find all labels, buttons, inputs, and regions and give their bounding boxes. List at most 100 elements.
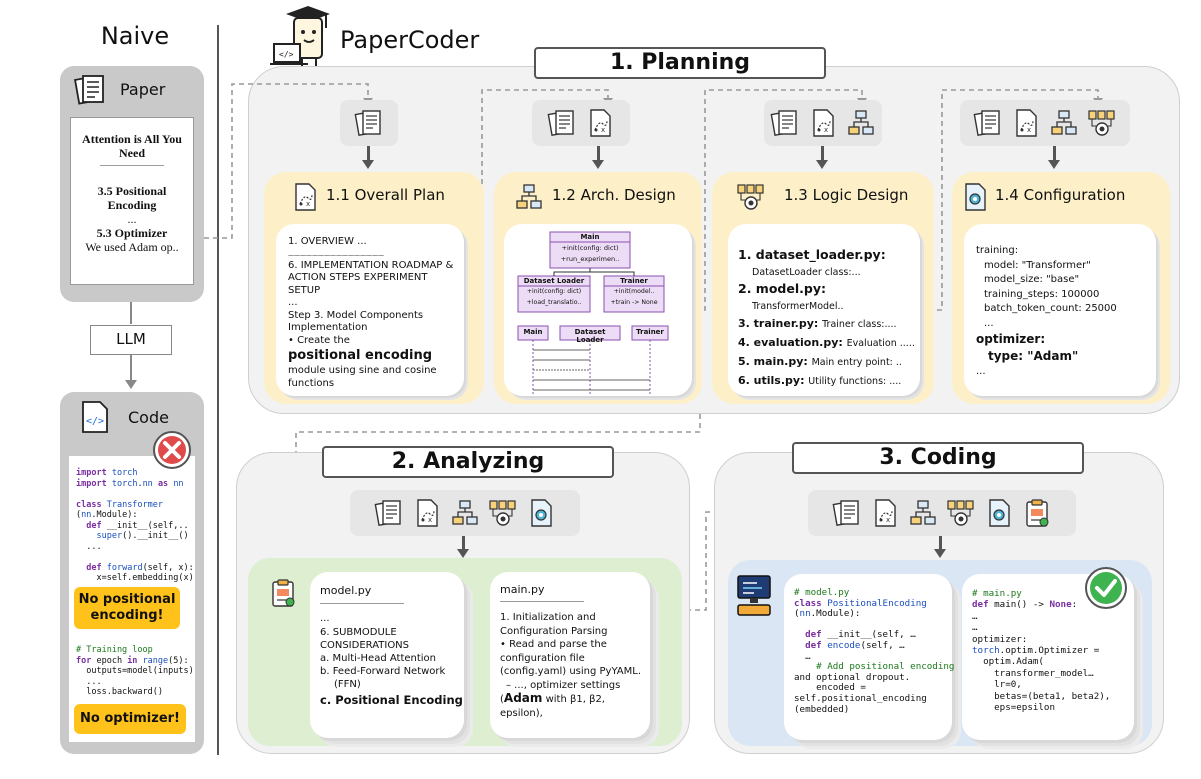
- paper-document: Attention is All You Need ———————— 3.5 P…: [70, 117, 194, 285]
- model-code-line: (nn.Module):: [794, 608, 861, 620]
- model-code-line: and optional dropout.: [794, 671, 911, 683]
- naive-code-line: super().__init__(): [96, 531, 189, 541]
- analysis-main-l2: • Read and parse the configuration file …: [500, 639, 642, 677]
- cross-icon: [153, 431, 191, 469]
- model-code-line: # Add positional encoding: [794, 661, 955, 673]
- paper-doc-dots: ...: [127, 212, 137, 226]
- plan-arrow-line-2: [597, 146, 600, 162]
- overall-plan-card: 1. OVERVIEW ... ———————————————— 6. IMPL…: [276, 224, 464, 396]
- plan-icons-1: [340, 100, 398, 146]
- analysis-main-file: main.py: [500, 583, 545, 596]
- uml-ds-m1: +init(config: dict): [526, 288, 582, 295]
- config-icon: [984, 498, 1014, 528]
- logic-item-desc: DatasetLoader class:...: [752, 267, 861, 278]
- main-code-line: # main.py: [972, 588, 1022, 599]
- analysis-model-file: model.py: [320, 584, 372, 597]
- arch-icon: [846, 108, 876, 138]
- model-code-line: # model.py: [794, 587, 850, 598]
- plan-icons-2: x: [532, 100, 630, 146]
- analyzing-title: 2. Analyzing: [322, 446, 614, 478]
- planning-title: 1. Planning: [534, 47, 826, 79]
- plan-icon: x: [412, 498, 442, 528]
- analyze-icons: x: [350, 490, 580, 536]
- paper-icon: [973, 108, 1003, 138]
- paper-label: Paper: [120, 80, 166, 99]
- logic-design-card: 1. dataset_loader.py: DatasetLoader clas…: [728, 224, 920, 396]
- svg-text:x: x: [824, 126, 828, 134]
- plan-arrow-line-1: [367, 146, 370, 162]
- svg-text:x: x: [1027, 126, 1031, 134]
- warning-no-optimizer: No optimizer!: [74, 704, 186, 734]
- naive-code-line: def __init__(self,..: [86, 520, 189, 531]
- naive-code2-line: outputs=model(inputs): [76, 666, 194, 676]
- main-code-line: betas=(beta1, beta2),: [972, 690, 1111, 702]
- logic-item: 5. main.py: Main entry point: ..: [738, 352, 920, 371]
- config-l4: training_steps: 100000: [984, 288, 1100, 300]
- overall-l5: Step 3. Model Components Implementation: [288, 309, 424, 334]
- clipboard-icon: [1022, 498, 1052, 528]
- seq-tr: Trainer: [636, 328, 664, 336]
- analysis-main-l4b: with β1, β2, epsilon),: [500, 694, 605, 719]
- brand-title: PaperCoder: [340, 26, 480, 54]
- naive-code-line: class Transformer: [76, 499, 164, 510]
- overall-plan-title: 1.1 Overall Plan: [326, 186, 445, 204]
- logic-item-file: 5. main.py:: [738, 355, 812, 368]
- analysis-model-card: model.py —————————————— ... 6. SUBMODULE…: [310, 572, 464, 738]
- main-code-line: …: [972, 610, 978, 622]
- model-code-line: encoded =: [794, 682, 866, 694]
- uml-main-m1: +init(config: dict): [561, 244, 619, 252]
- logic-item: 2. model.py: TransformerModel..: [738, 280, 920, 314]
- seq-ds: Dataset Loader: [574, 328, 606, 344]
- model-code-line: (embedded): [794, 703, 850, 715]
- config-l7: optimizer:: [976, 331, 1046, 346]
- plan-icon: x: [585, 108, 615, 138]
- plan-icon: x: [808, 108, 838, 138]
- analyze-arrow-line: [462, 536, 465, 550]
- paper-stack-icon: [74, 75, 104, 105]
- code-file-icon: </>: [82, 401, 108, 433]
- uml-ds: Dataset Loader: [523, 277, 585, 285]
- naive-vline1: [130, 302, 132, 324]
- naive-code-line: (nn.Module):: [76, 510, 138, 520]
- overall-l8: module using sine and cosine functions: [288, 365, 437, 389]
- config-icon: [960, 182, 990, 212]
- divider-line: [217, 25, 219, 755]
- uml-tr-m2: +train -> None: [610, 299, 658, 306]
- plan-arrow-4: [1048, 160, 1060, 169]
- analysis-main-l1: 1. Initialization and Configuration Pars…: [500, 612, 608, 637]
- naive-code2-line: for epoch in range(5):: [76, 655, 189, 666]
- overall-l2: ————————————————: [288, 251, 384, 259]
- naive-code-line: import torch: [76, 468, 138, 478]
- svg-text:</>: </>: [279, 50, 294, 59]
- overall-l6: • Create the: [288, 334, 350, 346]
- logic-item-file: 6. utils.py:: [738, 374, 809, 387]
- analysis-model-sep: ——————————————: [320, 601, 404, 607]
- coding-title: 3. Coding: [792, 442, 1084, 474]
- logic-item-file: 3. trainer.py:: [738, 317, 823, 330]
- config-l2: model: "Transformer": [984, 259, 1091, 271]
- logic-item-file: 1. dataset_loader.py:: [738, 247, 886, 262]
- plan-arrow-2: [592, 160, 604, 169]
- paper-icon: [832, 498, 862, 528]
- plan-icon: x: [870, 498, 900, 528]
- analysis-model-l1: ...: [320, 613, 330, 624]
- coding-arrow: [934, 549, 946, 558]
- svg-text:x: x: [601, 126, 605, 134]
- logic-item-desc: TransformerModel..: [752, 301, 844, 312]
- model-code-line: def __init__(self, …: [805, 629, 916, 641]
- uml-class-diagram: [517, 231, 669, 396]
- logic-item: 1. dataset_loader.py: DatasetLoader clas…: [738, 246, 920, 280]
- model-code-line: def encode(self, …: [805, 639, 905, 651]
- logic-item-desc: Utility functions: ....: [808, 376, 902, 387]
- programmer-icon: [737, 575, 771, 616]
- svg-text:x: x: [886, 516, 890, 524]
- logic-item-desc: Main entry point: ..: [811, 357, 902, 368]
- logic-item: 4. evaluation.py: Evaluation .....: [738, 333, 920, 352]
- overall-l3: 6. IMPLEMENTATION ROADMAP & ACTION STEPS…: [288, 259, 454, 296]
- plan-icon: x: [290, 182, 320, 212]
- svg-text:x: x: [306, 200, 310, 208]
